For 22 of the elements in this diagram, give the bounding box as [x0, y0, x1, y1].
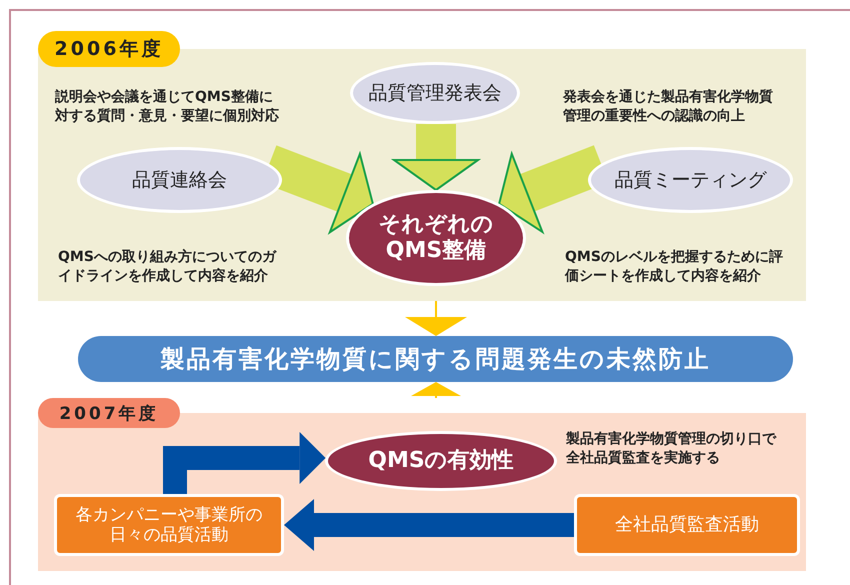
result-ellipse: QMSの有効性: [325, 431, 557, 491]
note-text: 発表会を通じた製品有害化学物質管理の重要性への認識の向上: [563, 88, 774, 126]
arrow: [163, 432, 326, 494]
year-panel: [38, 398, 806, 571]
activity-box: 全社品質監査活動: [574, 494, 800, 556]
meeting-ellipse: 品質連絡会: [77, 147, 282, 213]
year-tab: 2006年度: [38, 31, 180, 67]
note-text: 説明会や会議を通じてQMS整備に対する質問・意見・要望に個別対応: [55, 88, 279, 126]
note-text: 製品有害化学物質管理の切り口で全社品質監査を実施する: [566, 430, 778, 468]
arrow: [405, 301, 467, 336]
arrow: [393, 124, 479, 191]
year-panel: [38, 31, 806, 301]
year-tab: 2007年度: [38, 398, 180, 428]
note-text: QMSへの取り組み方についてのガイドラインを作成して内容を紹介: [58, 248, 278, 286]
goal-banner: 製品有害化学物質に関する問題発生の未然防止: [78, 336, 793, 382]
arrow: [411, 382, 461, 398]
goal-ellipse: それぞれのQMS整備: [346, 190, 526, 286]
note-text: QMSのレベルを把握するために評価シートを作成して内容を紹介: [565, 248, 784, 286]
meeting-ellipse: 品質ミーティング: [588, 147, 793, 213]
arrow: [284, 499, 574, 551]
activity-box: 各カンパニーや事業所の日々の品質活動: [54, 494, 284, 556]
meeting-ellipse: 品質管理発表会: [350, 62, 520, 124]
